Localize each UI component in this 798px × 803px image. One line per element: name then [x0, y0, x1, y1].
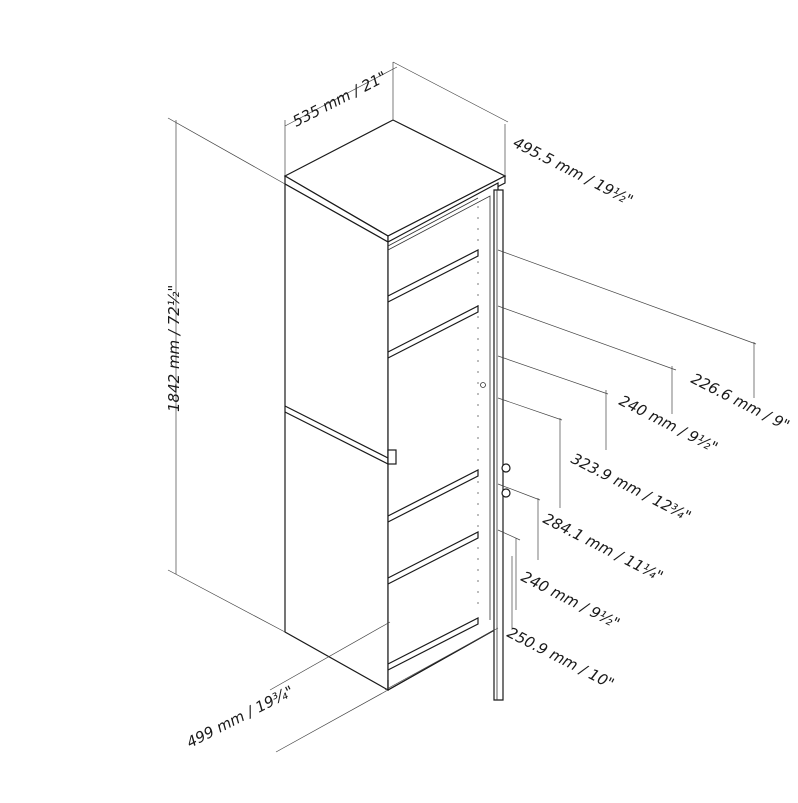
connector-bracket: [387, 449, 397, 465]
label-total-height: 1842 mm / 72½": [165, 285, 183, 412]
label-shelf-1: 226.6 mm / 9": [688, 370, 792, 435]
label-top-width: 535 mm / 21": [290, 68, 390, 131]
label-shelf-4: 284.1 mm / 11¼": [540, 510, 666, 586]
cabinet-drawing: [283, 119, 511, 701]
door-hinge-upper: [501, 463, 511, 473]
cabinet-left-side: [284, 182, 389, 692]
label-shelf-6: 250.9 mm / 10": [504, 624, 617, 693]
door-hinge-lower: [501, 488, 511, 498]
label-bottom-width: 499 mm / 19¾": [184, 682, 297, 751]
cabinet-door: [493, 189, 504, 701]
label-shelf-3: 323.9 mm / 12¾": [568, 450, 694, 526]
label-shelf-5: 240 mm / 9½": [518, 568, 623, 633]
dimension-lines: [167, 61, 757, 753]
shelves: [387, 197, 479, 671]
cabinet-front-frame: [387, 181, 499, 692]
label-top-depth: 495.5 mm / 19½": [510, 134, 636, 210]
label-shelf-2: 240 mm / 9½": [616, 392, 721, 457]
